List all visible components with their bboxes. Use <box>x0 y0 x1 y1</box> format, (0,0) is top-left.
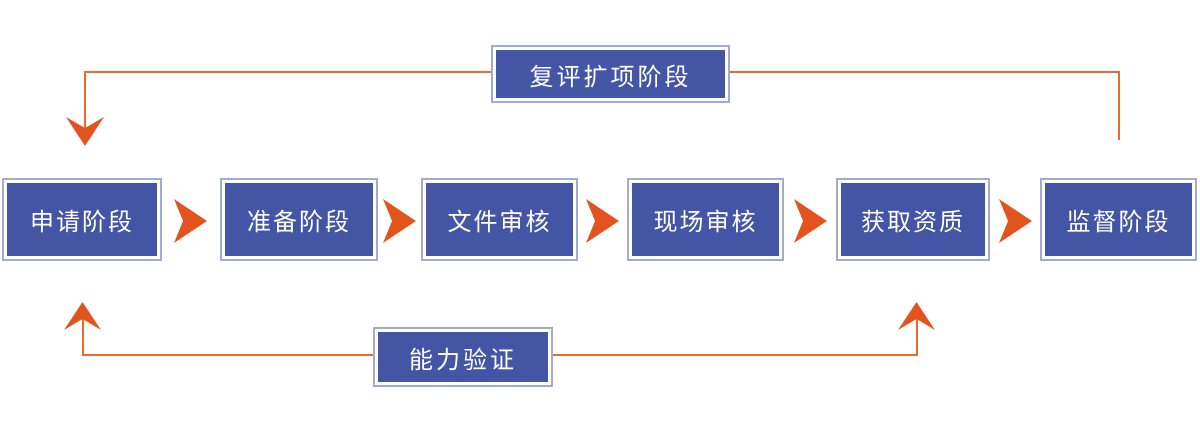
arrow-right-icon <box>383 199 416 243</box>
arrow-up-icon <box>898 302 935 330</box>
stage-label: 现场审核 <box>632 183 779 256</box>
top-loop-left-vertical-line <box>84 71 86 129</box>
bottom-loop-label: 能力验证 <box>378 332 548 382</box>
stage-box-preparation: 准备阶段 <box>220 178 378 261</box>
stage-box-supervision: 监督阶段 <box>1040 178 1197 261</box>
stage-label: 准备阶段 <box>225 183 373 256</box>
stage-label: 监督阶段 <box>1045 183 1192 256</box>
top-loop-right-vertical-line <box>1118 71 1120 140</box>
stage-box-document-review: 文件审核 <box>421 178 578 261</box>
top-loop-label: 复评扩项阶段 <box>496 50 725 98</box>
bottom-loop-left-vertical-line <box>82 318 84 356</box>
arrow-right-icon <box>174 199 207 243</box>
stage-box-application: 申请阶段 <box>2 178 162 261</box>
arrow-right-icon <box>794 199 827 243</box>
arrow-up-icon <box>64 302 101 330</box>
top-loop-label-box: 复评扩项阶段 <box>491 45 730 103</box>
stage-box-obtain-qualification: 获取资质 <box>836 178 990 261</box>
bottom-loop-right-vertical-line <box>916 318 918 356</box>
arrow-right-icon <box>586 199 619 243</box>
stage-label: 申请阶段 <box>7 183 157 256</box>
bottom-loop-label-box: 能力验证 <box>373 327 553 387</box>
stage-label: 获取资质 <box>841 183 985 256</box>
stage-label: 文件审核 <box>426 183 573 256</box>
stage-box-onsite-review: 现场审核 <box>627 178 784 261</box>
arrow-right-icon <box>999 199 1032 243</box>
arrow-down-icon <box>66 117 104 146</box>
